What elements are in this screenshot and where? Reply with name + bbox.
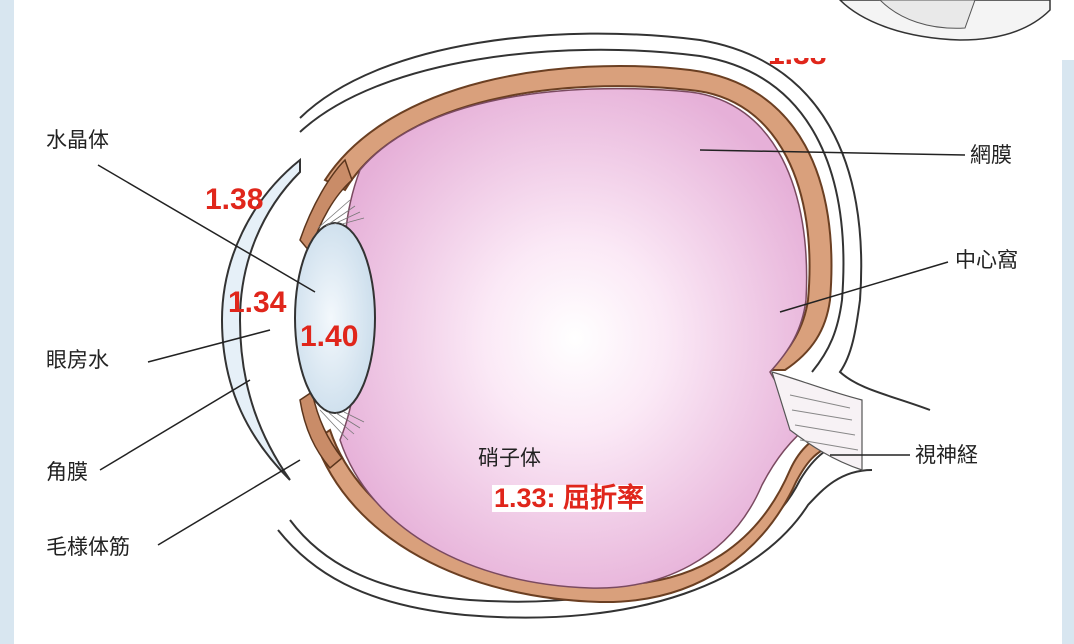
top-partial-index: 1.38 bbox=[768, 58, 826, 70]
top-partial-index-clip: 1.38 bbox=[760, 58, 850, 70]
aqueous-humor-label: 眼房水 bbox=[46, 350, 109, 371]
cornea-label: 角膜 bbox=[46, 462, 88, 483]
retina-label: 網膜 bbox=[970, 145, 1012, 166]
lens-index: 1.40 bbox=[300, 322, 358, 352]
vitreous-index: 1.33: 屈折率 bbox=[492, 485, 646, 512]
aqueous-index: 1.34 bbox=[228, 288, 286, 318]
crystalline-lens bbox=[295, 223, 375, 413]
fovea-label: 中心窩 bbox=[955, 250, 1018, 271]
optic-nerve-label: 視神経 bbox=[915, 445, 978, 466]
cornea-index: 1.38 bbox=[205, 185, 263, 215]
ciliary-muscle-label: 毛様体筋 bbox=[46, 537, 130, 558]
vitreous-body bbox=[340, 89, 810, 589]
lens-label: 水晶体 bbox=[46, 130, 109, 151]
vitreous-label: 硝子体 bbox=[478, 448, 541, 469]
partial-figure-top-right bbox=[840, 0, 1050, 40]
